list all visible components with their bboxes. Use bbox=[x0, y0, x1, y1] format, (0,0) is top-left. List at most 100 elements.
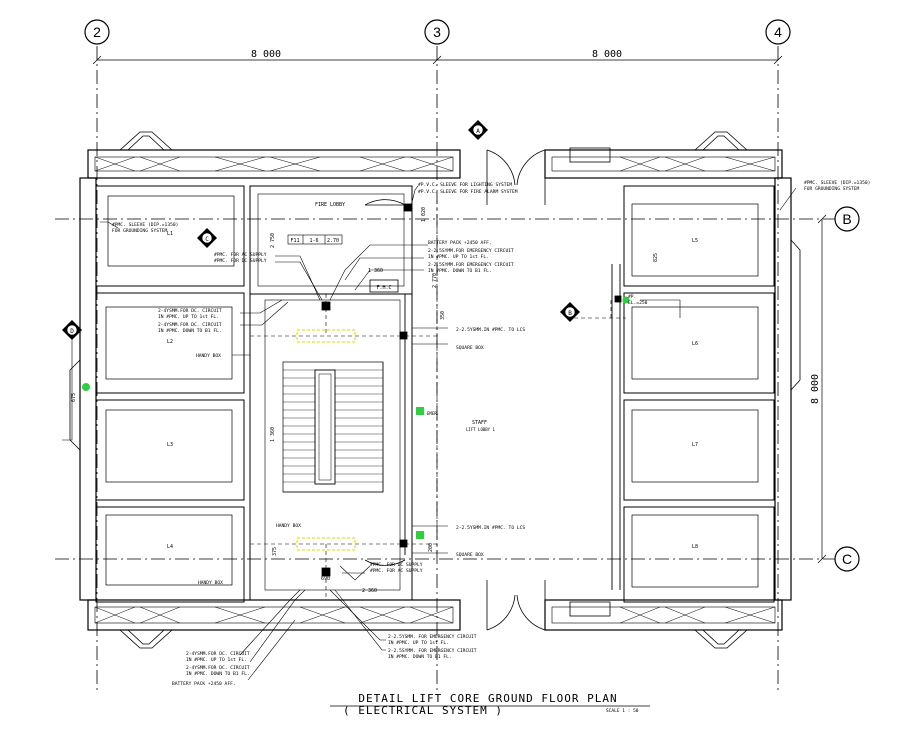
lift-shafts-left bbox=[95, 185, 245, 603]
lift-label-1: L1 bbox=[167, 231, 173, 237]
note-emg-2b: IN #PMC. DOWN TO B1 FL. bbox=[428, 268, 492, 274]
section-marker-C: C bbox=[197, 228, 217, 248]
grid-bubble-3: 3 bbox=[424, 19, 450, 45]
wall-fins bbox=[69, 131, 801, 649]
drawing-title: DETAIL LIFT CORE GROUND FLOOR PLAN ( ELE… bbox=[330, 692, 650, 717]
note-ac-supply-b: #PMC. FOR AC SUPPLY bbox=[370, 568, 423, 574]
dim-2750: 2 750 bbox=[270, 233, 276, 248]
leader-lines bbox=[100, 185, 797, 681]
emer-label: EMER. bbox=[427, 411, 439, 416]
fire-lobby-label: FIRE LOBBY bbox=[315, 202, 345, 208]
lift-label-8: L8 bbox=[692, 544, 698, 550]
svg-text:D: D bbox=[70, 328, 74, 335]
dim-2770: 2 770 bbox=[432, 273, 438, 288]
note-dc-up-2b: IN #PMC. UP TO 1st FL. bbox=[186, 657, 247, 663]
lift-label-2: L2 bbox=[167, 339, 173, 345]
grid-bubble-2: 2 bbox=[84, 19, 110, 45]
svg-text:2: 2 bbox=[93, 24, 101, 40]
svg-text:1-6: 1-6 bbox=[309, 238, 318, 244]
note-square-box-2: SQUARE BOX bbox=[456, 552, 484, 558]
note-pvc-fire-alarm: #P.V.C. SLEEVE FOR FIRE ALARM SYSTEM bbox=[418, 189, 518, 195]
stair-treads bbox=[283, 369, 383, 483]
svg-text:B: B bbox=[842, 211, 851, 227]
title-line-1: DETAIL LIFT CORE GROUND FLOOR PLAN bbox=[358, 692, 617, 705]
dim-right-vertical: 8 000 bbox=[810, 374, 821, 404]
note-battery-bottom: BATTERY PACK +2450 AFF. bbox=[172, 681, 236, 687]
note-grounding-left-1: #PMC. SLEEVE (DIP.=1350) bbox=[112, 222, 178, 228]
outlet-right bbox=[622, 296, 630, 304]
svg-text:2.70: 2.70 bbox=[327, 238, 339, 244]
lift-label-7: L7 bbox=[692, 442, 698, 448]
note-square-box-1: SQUARE BOX bbox=[456, 345, 484, 351]
note-dc-dn-1b: IN #PMC. DOWN TO B1 FL. bbox=[158, 328, 222, 334]
dim-1360b: 1 360 bbox=[270, 427, 276, 442]
svg-text:F11: F11 bbox=[290, 238, 299, 244]
outer-walls bbox=[79, 149, 792, 631]
outlet-lower bbox=[416, 531, 424, 539]
svg-text:B: B bbox=[568, 310, 572, 317]
grid-lines bbox=[55, 46, 838, 690]
lift-label-6: L6 bbox=[692, 341, 698, 347]
section-marker-B: B bbox=[560, 302, 580, 322]
note-handy-box: HANDY BOX bbox=[196, 353, 221, 359]
doors bbox=[364, 149, 546, 631]
note-emg-3: 2-2.5YSMM. FOR EMERGENCY CIRCUIT bbox=[388, 634, 477, 640]
lift-label-4: L4 bbox=[167, 544, 173, 550]
outlet-emer bbox=[416, 407, 424, 415]
note-emg-4: 2-2.5SYMM. FOR EMERGENCY CIRCUIT bbox=[388, 648, 477, 654]
svg-text:3: 3 bbox=[433, 24, 441, 40]
note-emg-4b: IN #PMC. DOWN TO B1 FL. bbox=[388, 654, 452, 660]
dim-2360: 2 360 bbox=[362, 588, 377, 594]
note-term-lcs-1: 2-2.5YSMM.IN #PMC. TO LCS bbox=[456, 327, 525, 333]
note-handy-box-3: HANDY BOX bbox=[198, 580, 223, 586]
annotations: #PMC. SLEEVE (DIP.=1350) FOR GROUNDING S… bbox=[112, 180, 870, 687]
lift-shafts-right bbox=[623, 185, 775, 603]
lift-label-3: L3 bbox=[167, 442, 173, 448]
note-dc-dn-1: 2-4YSMM.FOR DC. CIRCUIT bbox=[158, 322, 222, 328]
grid-bubble-C: C bbox=[834, 546, 860, 572]
note-handy-box-2: HANDY BOX bbox=[276, 523, 301, 529]
grid-bubble-4: 4 bbox=[765, 19, 791, 45]
corridor-walls bbox=[250, 264, 621, 601]
svg-text:4: 4 bbox=[774, 24, 782, 40]
dim-top-left: 8 000 bbox=[251, 49, 281, 60]
device-marks bbox=[321, 203, 622, 577]
room-tag: F11 1-6 2.70 bbox=[287, 234, 343, 245]
dim-top-right: 8 000 bbox=[592, 49, 622, 60]
note-term-lcs-2: 2-2.5YSMM.IN #PMC. TO LCS bbox=[456, 525, 525, 531]
note-dc-dn-2: 2-4YSMM.FOR DC. CIRCUIT bbox=[186, 665, 250, 671]
circuit-routes bbox=[250, 200, 626, 598]
section-marker-D: D bbox=[62, 320, 82, 441]
note-dc-supply: #PMC. FOR DC SUPPLY bbox=[214, 258, 267, 264]
dim-375: 375 bbox=[272, 547, 278, 556]
svg-text:C: C bbox=[842, 551, 852, 567]
section-marker-A: A bbox=[468, 120, 488, 140]
note-ac-supply: #PMC. FOR AC SUPPLY bbox=[214, 252, 267, 258]
dim-825: 825 bbox=[653, 253, 659, 262]
note-dc-dn-2b: IN #PMC. DOWN TO B1 FL. bbox=[186, 671, 250, 677]
dim-200: 200 bbox=[428, 543, 434, 552]
note-grounding-right-2: FOR GROUNDING SYSTEM bbox=[804, 186, 860, 192]
note-dc-up-1b: IN #PMC. UP TO 1st FL. bbox=[158, 314, 219, 320]
note-dc-up-1: 2-4YSMM.FOR DC. CIRCUIT bbox=[158, 308, 222, 314]
note-emg-1: 2-2.5SYMM.FOR EMERGENCY CIRCUIT bbox=[428, 248, 514, 254]
dim-675: 675 bbox=[71, 393, 77, 402]
dimension-texts: 1 360 2 750 2 770 350 1 360 2 360 690 20… bbox=[71, 207, 659, 594]
dimension-top bbox=[92, 55, 783, 65]
svg-text:F.H.C: F.H.C bbox=[376, 285, 391, 291]
note-grounding-left-2: FOR GROUNDING SYSTEM bbox=[112, 228, 168, 234]
fhc-box: F.H.C bbox=[369, 279, 399, 293]
lift-labels: L1 L2 L3 L4 L5 L6 L7 L8 bbox=[167, 231, 698, 550]
note-dc-up-2: 2-4YSMM.FOR DC. CIRCUIT bbox=[186, 651, 250, 657]
dim-1020: 1 020 bbox=[421, 207, 427, 222]
note-emg-3b: IN #PMC. UP TO 1st FL. bbox=[388, 640, 449, 646]
dim-1360: 1 360 bbox=[368, 268, 383, 274]
svg-text:A: A bbox=[476, 128, 480, 135]
note-pe: #P. bbox=[628, 294, 636, 300]
outlets-green bbox=[82, 296, 630, 539]
title-scale: SCALE 1 : 50 bbox=[606, 708, 639, 714]
dim-690: 690 bbox=[321, 576, 330, 582]
outlet-left bbox=[82, 383, 90, 391]
note-emg-1b: IN #PMC. UP TO 1st FL. bbox=[428, 254, 489, 260]
note-grounding-right-1: #PMC. SLEEVE (DIP.=1350) bbox=[804, 180, 870, 186]
